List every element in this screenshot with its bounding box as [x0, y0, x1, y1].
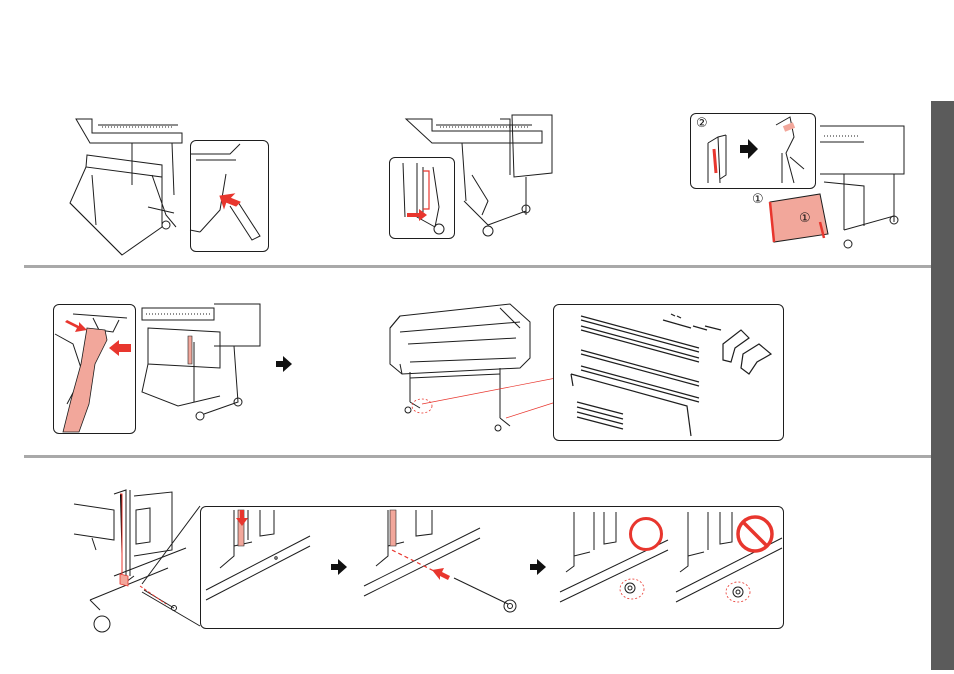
- hex-key-detail: [190, 140, 269, 252]
- step-attach-caster: [360, 506, 540, 629]
- push-arrow-icon: [65, 320, 87, 332]
- strap-detail: [53, 304, 136, 434]
- parts-list-contents: [553, 304, 784, 441]
- bracket-detail: [389, 157, 455, 239]
- correct-circle-icon: [628, 516, 664, 552]
- figure-remove-basket: [62, 115, 192, 255]
- arrow-right-icon: [740, 139, 758, 159]
- arrow-right-icon: [530, 559, 546, 575]
- push-arrow-icon: [220, 194, 240, 208]
- section-side-tab: [931, 101, 954, 670]
- prohibited-icon: [735, 514, 775, 554]
- arrow-right-icon: [331, 559, 347, 575]
- figure-basket-removed: [764, 126, 914, 251]
- figure-strap-attached: [134, 302, 264, 422]
- row-divider-1: [24, 265, 931, 268]
- figure-printer-stand: [380, 298, 560, 443]
- row-divider-2: [24, 455, 931, 458]
- step-one-marker-right: ①: [799, 212, 811, 226]
- push-arrow-icon: [432, 568, 450, 580]
- step-one-marker: ①: [752, 193, 764, 207]
- step-insert-rod: [200, 506, 330, 629]
- arrow-right-icon: [276, 356, 292, 372]
- push-arrow-icon: [109, 340, 131, 356]
